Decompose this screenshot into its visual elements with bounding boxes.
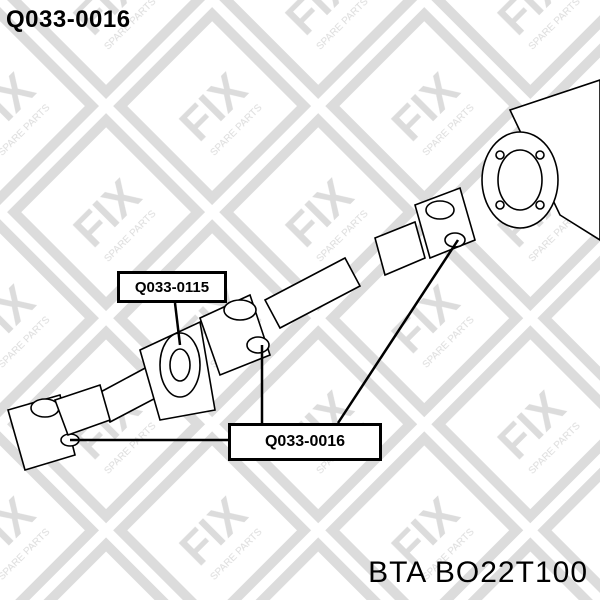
transmission-housing (481, 79, 600, 241)
page-title: Q033-0016 (6, 6, 131, 33)
leader-lines (70, 239, 460, 442)
callout-center-bearing-part: Q033-0115 (117, 271, 227, 303)
leader-line-bearing (173, 302, 182, 346)
cross-reference-code: BTA BO22T100 (368, 556, 588, 589)
callout-universal-joint-part: Q033-0016 (228, 423, 382, 461)
callout-label: Q033-0115 (134, 278, 210, 296)
callout-label: Q033-0016 (264, 433, 346, 450)
leader-line-rear-joint (336, 239, 460, 424)
drive-shaft (7, 186, 476, 471)
